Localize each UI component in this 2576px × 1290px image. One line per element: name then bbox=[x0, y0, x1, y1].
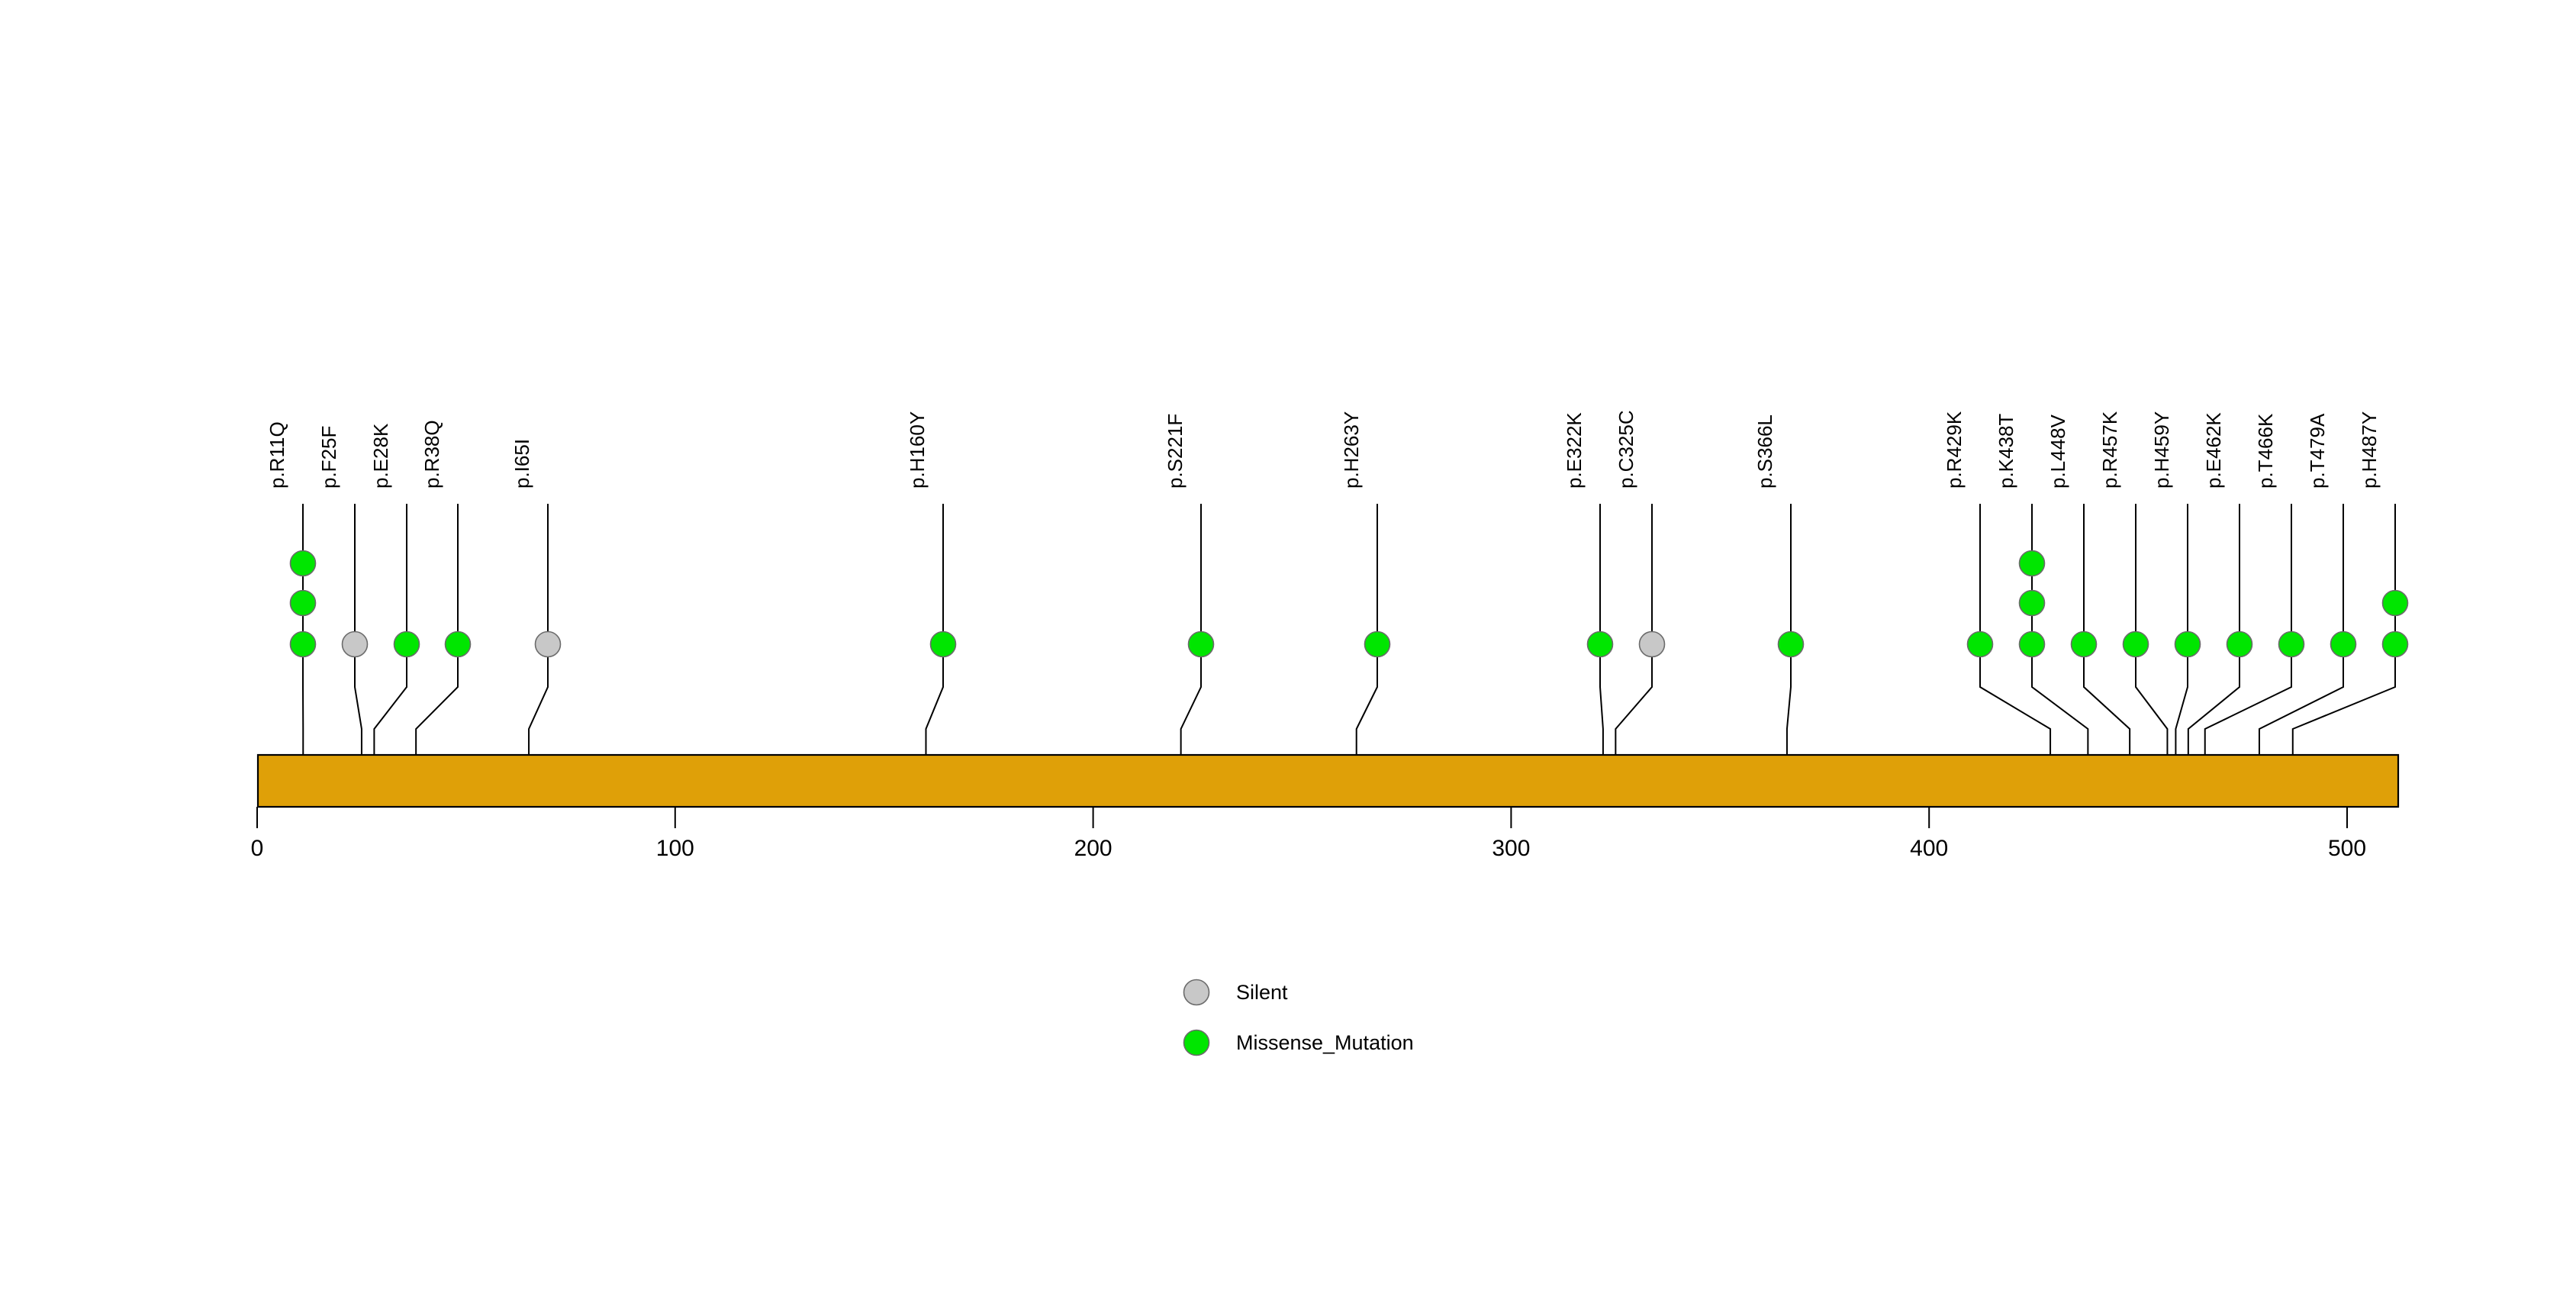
lollipop-marker[interactable] bbox=[1777, 630, 1805, 658]
legend-marker bbox=[1183, 1029, 1210, 1056]
lollipop-marker[interactable] bbox=[444, 630, 472, 658]
mutation-label: p.I65I bbox=[510, 439, 533, 489]
lollipop-marker[interactable] bbox=[929, 630, 957, 658]
mutation-label: p.F25F bbox=[317, 426, 340, 489]
x-axis-layer: 0 100 200 300 400 500 bbox=[251, 806, 2366, 861]
lollipop-marker[interactable] bbox=[341, 630, 369, 658]
mutation-label: p.R11Q bbox=[266, 421, 288, 489]
x-axis-tick-label: 400 bbox=[1910, 836, 1948, 861]
legend-marker bbox=[1183, 979, 1210, 1006]
mutation-label: p.E462K bbox=[2202, 412, 2225, 489]
lollipop-marker[interactable] bbox=[2278, 630, 2305, 658]
mutation-label: p.T466K bbox=[2254, 413, 2277, 489]
legend-label: Silent bbox=[1236, 981, 1288, 1004]
lollipop-marker[interactable] bbox=[1638, 630, 1666, 658]
x-axis-tick-label: 500 bbox=[2328, 836, 2366, 861]
mutation-label: p.H487Y bbox=[2358, 411, 2381, 489]
lollipop-marker[interactable] bbox=[289, 589, 317, 617]
legend-label: Missense_Mutation bbox=[1236, 1031, 1414, 1054]
lollipop-marker[interactable] bbox=[289, 550, 317, 577]
mutation-label: p.E322K bbox=[1563, 412, 1586, 489]
mutation-label: p.S221F bbox=[1164, 414, 1187, 489]
lollipop-marker[interactable] bbox=[1187, 630, 1215, 658]
lollipop-marker[interactable] bbox=[2330, 630, 2357, 658]
mutation-label: p.K438T bbox=[1995, 414, 2017, 489]
lollipop-marker[interactable] bbox=[2381, 630, 2409, 658]
mutation-label: p.T479A bbox=[2306, 413, 2329, 489]
mutation-label: p.R429K bbox=[1943, 411, 1966, 489]
lollipop-marker[interactable] bbox=[2122, 630, 2149, 658]
lollipop-marker[interactable] bbox=[2381, 589, 2409, 617]
x-axis-tick-label: 200 bbox=[1074, 836, 1113, 861]
lollipop-marker-layer bbox=[289, 550, 2409, 658]
mutation-label: p.L448V bbox=[2046, 414, 2069, 489]
lollipop-marker[interactable] bbox=[393, 630, 420, 658]
lollipop-marker[interactable] bbox=[2070, 630, 2098, 658]
mutation-label: p.S366L bbox=[1753, 414, 1776, 489]
lollipop-marker[interactable] bbox=[1586, 630, 1614, 658]
mutation-label-layer: p.R11Q p.F25F p.E28K p.R38Q p.I65I p.H160Y p.S… bbox=[266, 410, 2381, 489]
mutation-label: p.H160Y bbox=[906, 411, 929, 489]
protein-domain-bar bbox=[256, 753, 2400, 808]
mutation-label: p.R38Q bbox=[420, 420, 443, 489]
mutation-label: p.H263Y bbox=[1340, 411, 1363, 489]
protein-domain-layer bbox=[256, 753, 2400, 808]
lollipop-marker[interactable] bbox=[2174, 630, 2201, 658]
mutation-label: p.C325C bbox=[1615, 410, 1637, 489]
x-axis-tick-label: 300 bbox=[1492, 836, 1530, 861]
lollipop-marker[interactable] bbox=[289, 630, 317, 658]
lollipop-marker[interactable] bbox=[534, 630, 562, 658]
lollipop-marker[interactable] bbox=[2226, 630, 2253, 658]
lollipop-marker[interactable] bbox=[1966, 630, 1994, 658]
mutation-label: p.H459Y bbox=[2150, 411, 2173, 489]
lollipop-marker[interactable] bbox=[2018, 589, 2046, 617]
x-axis-tick-label: 0 bbox=[251, 836, 264, 861]
mutation-label: p.R457K bbox=[2098, 411, 2121, 489]
x-axis-tick-label: 100 bbox=[656, 836, 694, 861]
mutation-label: p.E28K bbox=[369, 423, 392, 489]
lollipop-marker[interactable] bbox=[2018, 630, 2046, 658]
lollipop-marker[interactable] bbox=[2018, 550, 2046, 577]
lollipop-marker[interactable] bbox=[1364, 630, 1391, 658]
